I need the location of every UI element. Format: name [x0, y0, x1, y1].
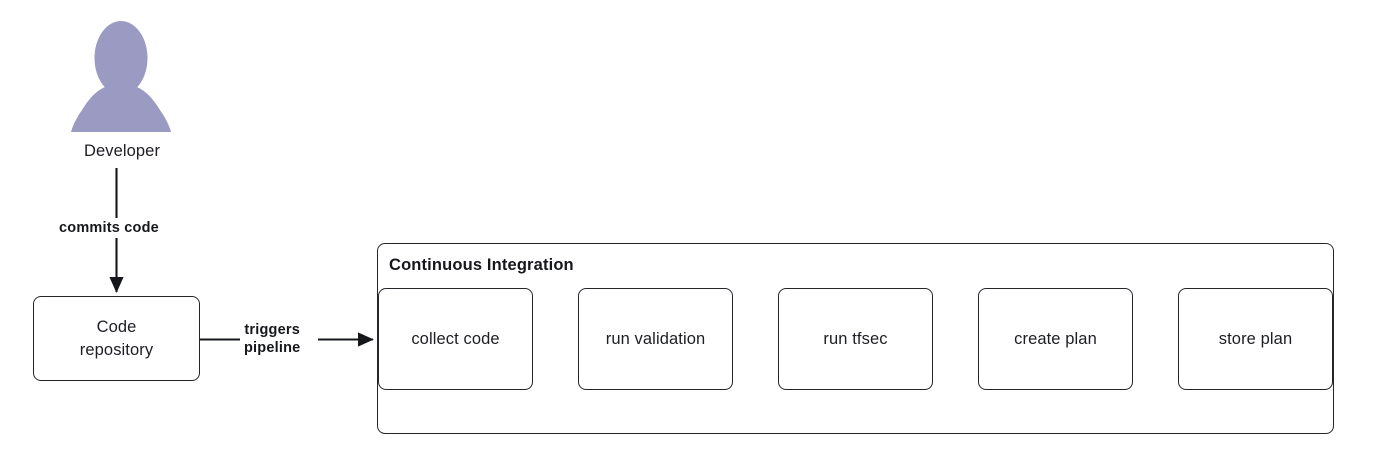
pipeline-step-label: run validation: [605, 329, 706, 348]
pipeline-step-store-plan[interactable]: store plan: [1178, 288, 1333, 390]
edge-label-triggers-pipeline-line1: triggers: [244, 322, 300, 338]
node-code-repository-label-line1: Code: [96, 318, 137, 337]
pipeline-step-label: collect code: [411, 329, 500, 348]
pipeline-step-label: run tfsec: [823, 329, 888, 348]
pipeline-step-label: create plan: [1014, 329, 1097, 348]
edge-label-triggers-pipeline: triggers pipeline: [240, 320, 305, 359]
pipeline-step-run-tfsec[interactable]: run tfsec: [778, 288, 933, 390]
edge-label-commits-code: commits code: [55, 218, 163, 239]
actor-label: Developer: [83, 142, 161, 160]
person-icon: [71, 21, 171, 132]
continuous-integration-title: Continuous Integration: [389, 256, 574, 274]
node-code-repository-label-line2: repository: [79, 340, 154, 359]
pipeline-step-create-plan[interactable]: create plan: [978, 288, 1133, 390]
pipeline-step-run-validation[interactable]: run validation: [578, 288, 733, 390]
node-code-repository[interactable]: Code repository: [33, 296, 200, 381]
edge-label-triggers-pipeline-line2: pipeline: [244, 340, 301, 357]
pipeline-step-collect-code[interactable]: collect code: [378, 288, 533, 390]
pipeline-step-label: store plan: [1218, 329, 1293, 348]
node-code-repository-label: Code repository: [80, 316, 153, 361]
